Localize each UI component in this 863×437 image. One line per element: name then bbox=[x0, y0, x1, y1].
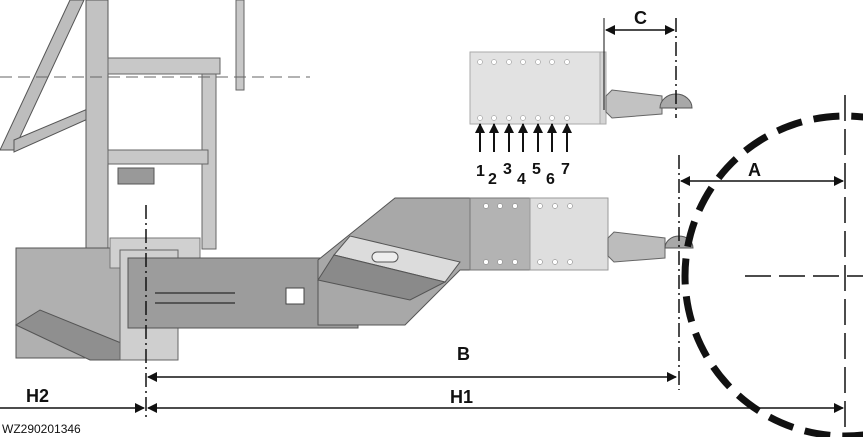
label-h2: H2 bbox=[26, 386, 49, 406]
inset-plate bbox=[469, 51, 601, 125]
figure-id: WZ290201346 bbox=[2, 422, 81, 436]
dimension-h2: H2 bbox=[0, 386, 145, 413]
drawbar-assembly bbox=[127, 197, 694, 329]
square-pin-slot bbox=[285, 287, 305, 305]
dimension-c: C bbox=[603, 8, 677, 118]
hole-detail-inset: 1 2 3 4 5 6 7 bbox=[469, 51, 693, 188]
hole-label-4: 4 bbox=[517, 171, 526, 188]
label-b: B bbox=[457, 344, 470, 364]
hole-arrows bbox=[475, 123, 572, 152]
hole-label-7: 7 bbox=[561, 161, 570, 178]
hole-label-1: 1 bbox=[476, 163, 485, 180]
frame-top-rail bbox=[107, 57, 221, 75]
drawbar-plate bbox=[469, 197, 531, 271]
dimension-b: B bbox=[147, 344, 677, 382]
label-a: A bbox=[748, 160, 761, 180]
hole-label-3: 3 bbox=[503, 161, 512, 178]
label-h1: H1 bbox=[450, 387, 473, 407]
hole-label-5: 5 bbox=[532, 161, 541, 178]
hole-label-6: 6 bbox=[546, 171, 555, 188]
hole-label-2: 2 bbox=[488, 171, 497, 188]
dimension-a: A bbox=[678, 155, 844, 390]
label-c: C bbox=[634, 8, 647, 28]
drawbar-extension bbox=[529, 197, 609, 271]
dimension-h1: H1 bbox=[147, 387, 844, 413]
